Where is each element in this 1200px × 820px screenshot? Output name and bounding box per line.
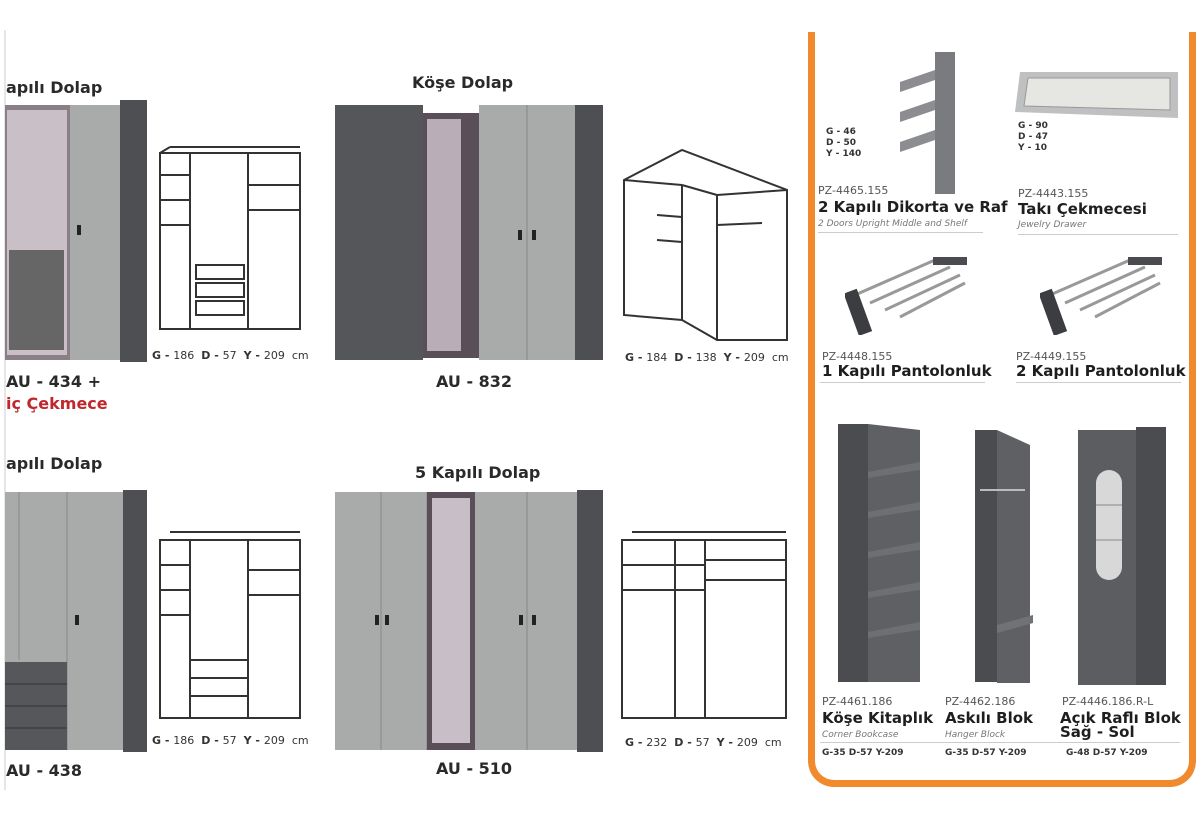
divider <box>818 232 983 233</box>
wardrobe-au832-image <box>335 105 603 360</box>
wardrobe-au434-image <box>5 100 147 362</box>
divider <box>1016 382 1181 383</box>
product-title: apılı Dolap <box>6 78 103 97</box>
dimensions: G - 232 D - 57 Y - 209 cm <box>625 736 782 749</box>
accessory-name-line2: Sağ - Sol <box>1060 723 1135 741</box>
wardrobe-au510-drawing <box>621 531 787 719</box>
dimensions: G - 186 D - 57 Y - 209 cm <box>152 734 309 747</box>
product-code: AU - 510 <box>436 759 513 778</box>
accessory-name-en: Hanger Block <box>945 730 1006 740</box>
accessory-name: 1 Kapılı Pantolonluk <box>822 362 992 380</box>
dimensions: G - 184 D - 138 Y - 209 cm <box>625 351 789 364</box>
product-title: Köşe Dolap <box>412 73 514 92</box>
accessory-name: Açık Raflı Blok <box>1060 709 1181 727</box>
accessories-panel <box>808 32 1196 787</box>
product-code: AU - 438 <box>6 761 83 780</box>
open-shelf-block-image <box>1078 427 1166 685</box>
accessory-name-en: Corner Bookcase <box>822 730 899 740</box>
trouser-rack-2-image <box>1040 257 1162 335</box>
trouser-rack-1-image <box>845 257 967 335</box>
hanger-block-image <box>975 430 1033 683</box>
accessory-code: PZ-4443.155 <box>1018 187 1089 200</box>
accessory-code: PZ-4448.155 <box>822 350 893 363</box>
accessory-dims: G-48 D-57 Y-209 <box>1066 748 1148 758</box>
accessory-code: PZ-4449.155 <box>1016 350 1087 363</box>
accessory-code: PZ-4465.155 <box>818 184 889 197</box>
page-edge <box>4 30 6 790</box>
product-title: apılı Dolap <box>6 454 103 473</box>
wardrobe-au438-image <box>5 490 147 752</box>
accessory-name: 2 Kapılı Pantolonluk <box>1016 362 1186 380</box>
accessory-name-en: Jewelry Drawer <box>1018 220 1087 230</box>
divider <box>820 742 1180 743</box>
wardrobe-au510-image <box>335 490 603 752</box>
jewelry-drawer-image <box>1015 72 1178 118</box>
product-title: 5 Kapılı Dolap <box>415 463 541 482</box>
wardrobe-au832-drawing <box>623 148 788 341</box>
product-extra: iç Çekmece <box>6 394 108 413</box>
accessory-dims: G-35 D-57 Y-209 <box>945 748 1027 758</box>
accessory-name: 2 Kapılı Dikorta ve Raf <box>818 198 1008 216</box>
accessory-dims: G-35 D-57 Y-209 <box>822 748 904 758</box>
wardrobe-au434-drawing <box>159 146 301 330</box>
accessory-name: Köşe Kitaplık <box>822 709 934 727</box>
accessory-name-en: 2 Doors Upright Middle and Shelf <box>818 219 968 229</box>
corner-bookcase-image <box>838 424 920 682</box>
upright-shelf-image <box>900 52 955 194</box>
accessory-code: PZ-4462.186 <box>945 695 1016 708</box>
divider <box>820 382 985 383</box>
accessory-code: PZ-4446.186.R-L <box>1062 695 1154 708</box>
divider <box>1018 234 1178 235</box>
accessory-name: Askılı Blok <box>945 709 1034 727</box>
product-code: AU - 434 + <box>6 372 102 391</box>
accessory-code: PZ-4461.186 <box>822 695 893 708</box>
accessory-name: Takı Çekmecesi <box>1018 200 1147 218</box>
product-code: AU - 832 <box>436 372 513 391</box>
dimensions: G - 186 D - 57 Y - 209 cm <box>152 349 309 362</box>
wardrobe-au438-drawing <box>159 531 301 719</box>
